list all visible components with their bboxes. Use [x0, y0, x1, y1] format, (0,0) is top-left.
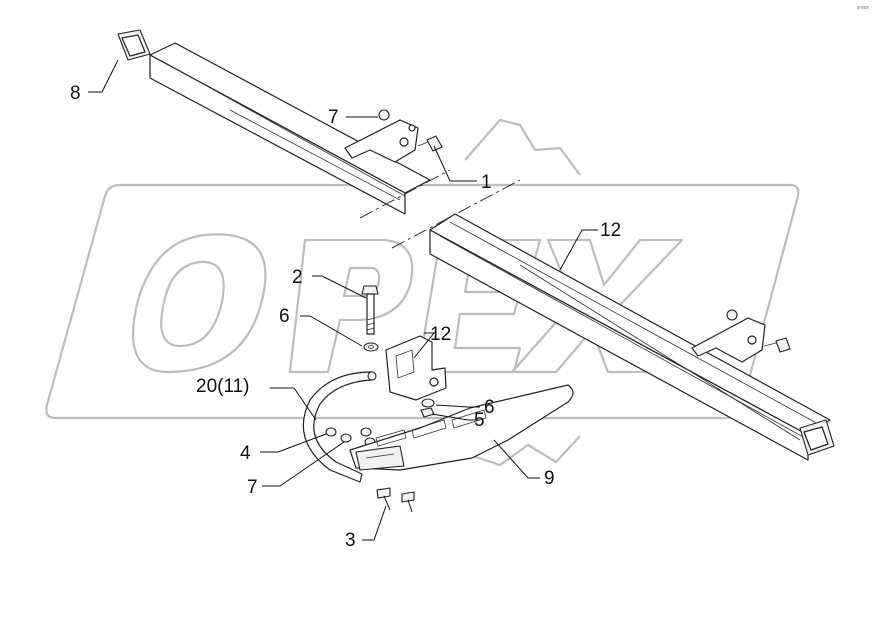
callout-6-mid: 6	[484, 397, 495, 418]
callout-12-frame: 12	[600, 220, 621, 241]
callout-7-top: 7	[328, 107, 339, 128]
callout-12-clamp: 12	[430, 324, 451, 345]
end-cap-left	[117, 29, 151, 61]
leader-lines	[88, 59, 598, 541]
clamp-bracket	[385, 335, 447, 401]
callout-20-11: 20(11)	[196, 376, 250, 397]
end-cap-right	[799, 419, 835, 456]
callout-7-lower: 7	[247, 477, 258, 498]
square-tube-frame	[149, 42, 831, 461]
callout-8: 8	[70, 83, 81, 104]
nuts-washers-left	[325, 427, 376, 447]
callout-5: 5	[474, 410, 485, 431]
callout-2: 2	[292, 267, 303, 288]
corner-code: s-xxx	[857, 5, 869, 11]
spring-tine	[302, 371, 377, 483]
callout-4: 4	[240, 443, 251, 464]
callout-3: 3	[345, 530, 356, 551]
bolt-long	[361, 285, 379, 335]
callout-6-upper: 6	[279, 306, 290, 327]
washer-upper	[363, 342, 379, 352]
screws	[376, 487, 415, 513]
bracket-upper	[344, 109, 443, 163]
callout-labels: 8 7 1 12 2 6 12 20(11) 6 5 4 7 9 3	[70, 83, 621, 551]
callout-9: 9	[544, 468, 555, 489]
duck-foot-share	[349, 384, 574, 471]
callout-1: 1	[481, 172, 492, 193]
bracket-lower-right	[691, 309, 791, 363]
